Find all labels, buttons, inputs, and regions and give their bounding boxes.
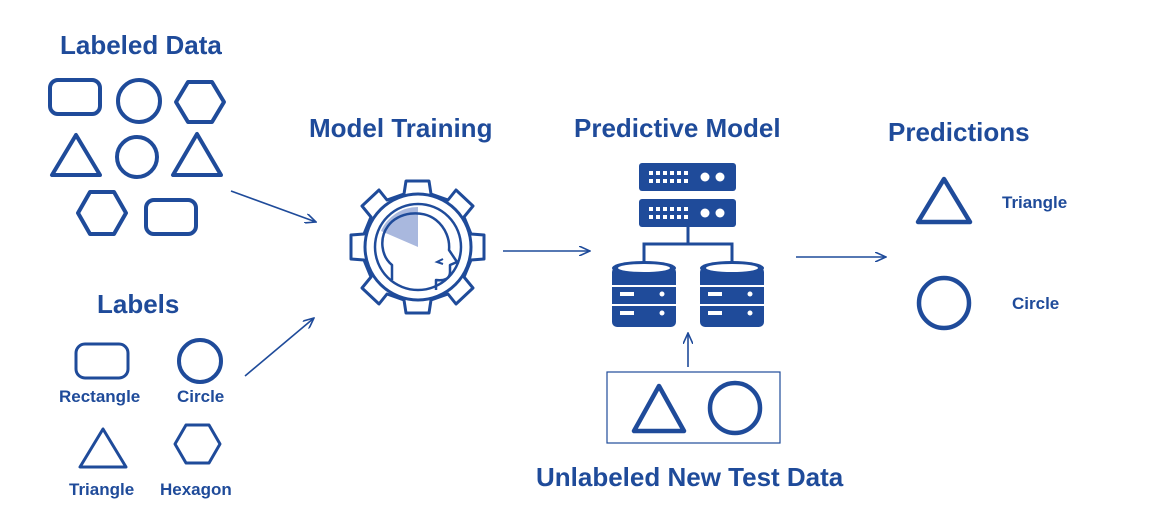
label-rectangle: Rectangle bbox=[59, 387, 141, 406]
predictive-model-heading: Predictive Model bbox=[574, 113, 781, 143]
labels-heading: Labels bbox=[97, 289, 180, 319]
prediction-triangle-label: Triangle bbox=[1002, 193, 1068, 212]
test-data-box bbox=[606, 371, 781, 444]
test-triangle-shape bbox=[631, 383, 687, 434]
predictions-heading: Predictions bbox=[888, 117, 1030, 147]
labeled-data-heading: Labeled Data bbox=[60, 30, 222, 60]
arrow-data-to-training bbox=[230, 190, 316, 222]
label-circle: Circle bbox=[177, 387, 225, 406]
arrow-labels-to-training bbox=[244, 318, 314, 377]
unlabeled-heading: Unlabeled New Test Data bbox=[536, 462, 844, 492]
server-database-icon bbox=[612, 163, 764, 327]
labeled-hexagon-shape-2 bbox=[76, 190, 128, 236]
labeled-triangle-shape-2 bbox=[171, 132, 223, 177]
prediction-circle-label: Circle bbox=[1012, 294, 1060, 313]
label-triangle: Triangle bbox=[69, 480, 135, 499]
labeled-rectangle-shape-1 bbox=[48, 78, 102, 116]
labeled-circle-shape-2 bbox=[115, 135, 159, 179]
test-circle-shape bbox=[707, 380, 763, 436]
labeled-triangle-shape-1 bbox=[50, 133, 102, 177]
labeled-rectangle-shape-2 bbox=[144, 198, 198, 236]
labeled-circle-shape-1 bbox=[116, 78, 162, 124]
legend-rectangle-shape bbox=[74, 342, 130, 380]
model-training-heading: Model Training bbox=[309, 113, 493, 143]
labeled-hexagon-shape-1 bbox=[174, 80, 226, 124]
legend-hexagon-shape bbox=[173, 423, 222, 465]
prediction-triangle-shape bbox=[915, 176, 973, 225]
legend-circle-shape bbox=[177, 338, 223, 384]
prediction-circle-shape bbox=[916, 275, 972, 331]
legend-triangle-shape bbox=[78, 427, 128, 469]
label-hexagon: Hexagon bbox=[160, 480, 232, 499]
gear-brain-icon bbox=[349, 179, 486, 315]
